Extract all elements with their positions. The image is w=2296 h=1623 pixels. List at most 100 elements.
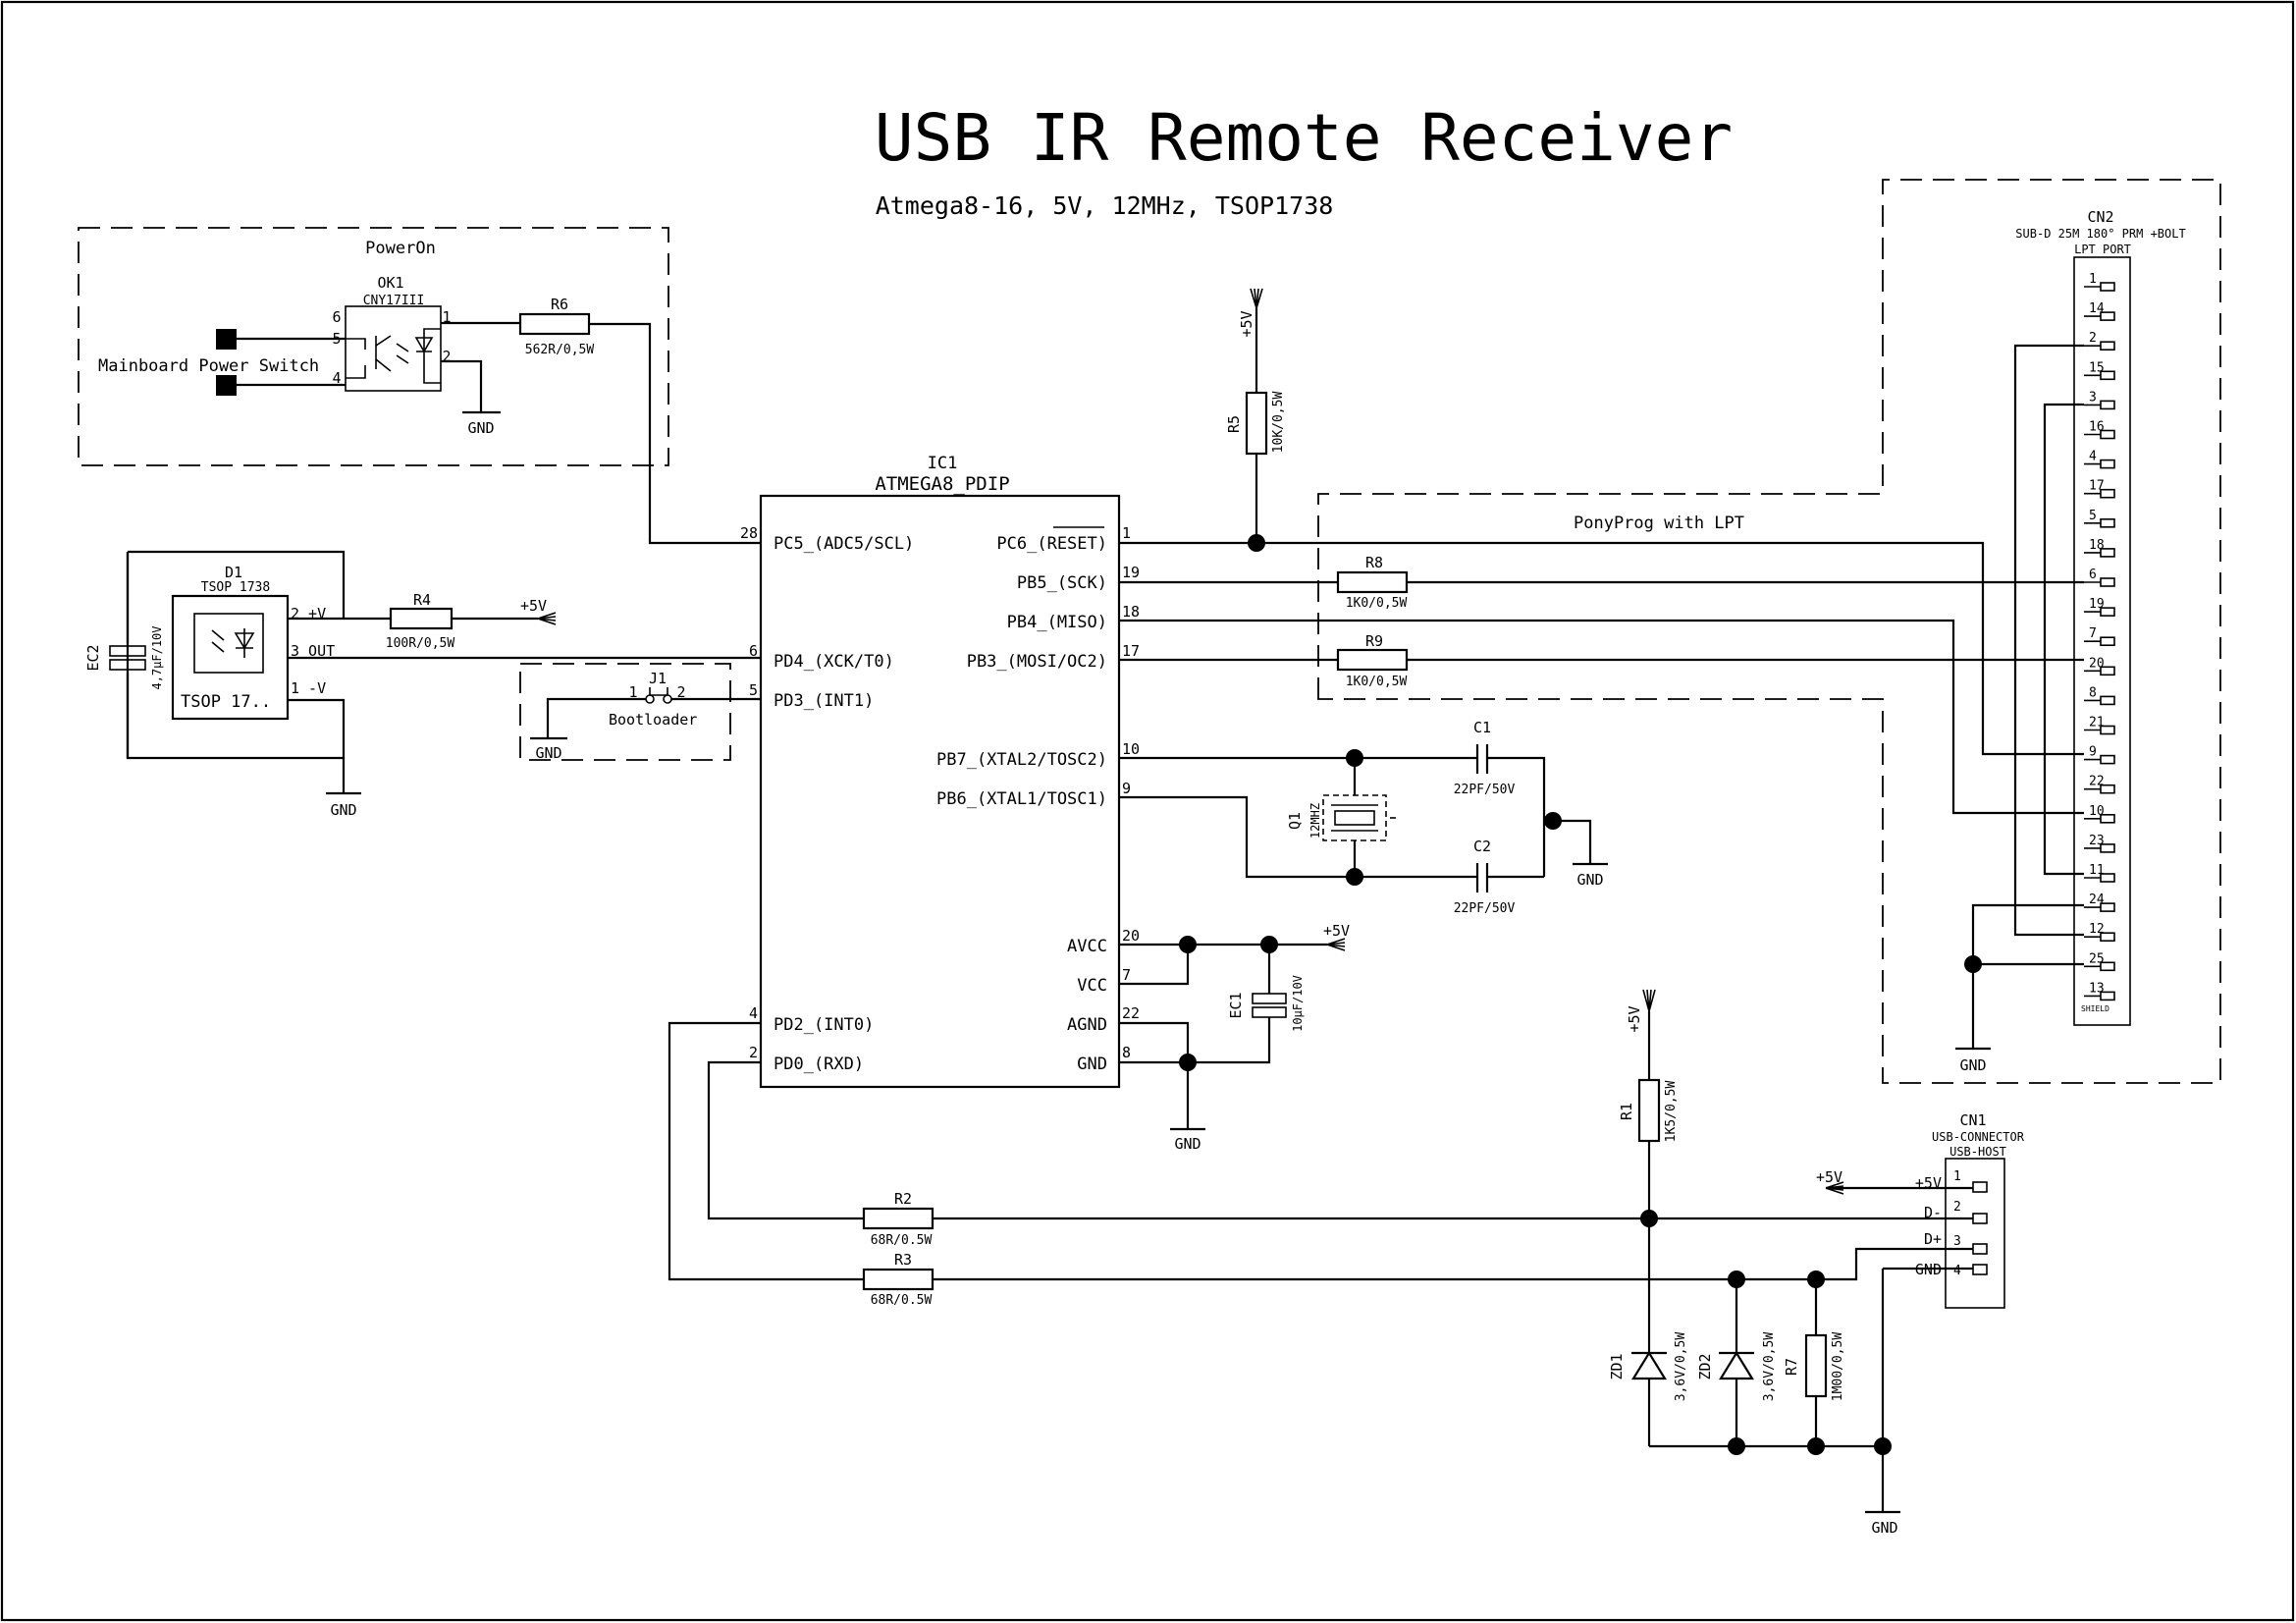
ec2-ref: EC2 <box>84 644 102 671</box>
cn2-sub: LPT PORT <box>2074 243 2131 256</box>
ic1-pin8-num: 8 <box>1122 1044 1131 1061</box>
ic1-pin18-name: PB4_(MISO) <box>1007 613 1107 632</box>
switch-terminal-2 <box>216 375 237 396</box>
cn2-pin-list: 1142153164175186197208219221023112412251… <box>2084 272 2115 1001</box>
ic1-pin8-name: GND <box>1077 1055 1107 1074</box>
bootloader-group: J1 1 2 Bootloader GND <box>519 663 761 762</box>
ic1-pin28-num: 28 <box>740 524 758 542</box>
r6-body <box>518 312 591 336</box>
ic1-pin19-num: 19 <box>1122 564 1140 581</box>
r1-body <box>1637 1078 1661 1143</box>
cn2-ref: CN2 <box>2087 208 2113 226</box>
j1-ref: J1 <box>649 670 667 687</box>
schematic-subtitle: Atmega8-16, 5V, 12MHz, TSOP1738 <box>876 191 1334 220</box>
ec1-ref: EC1 <box>1227 992 1245 1018</box>
cn2-pin-19-label: 19 <box>2089 597 2105 612</box>
cn2-pin-4-label: 4 <box>2089 450 2097 464</box>
schematic-title: USB IR Remote Receiver <box>875 100 1733 176</box>
cn2-pin-6-contact <box>2100 577 2115 587</box>
r5-body <box>1245 391 1268 456</box>
ec1-value: 10µF/10V <box>1291 975 1305 1032</box>
ic1-pin20-name: AVCC <box>1067 937 1107 956</box>
r2-ref: R2 <box>894 1190 912 1208</box>
ic1-body <box>759 494 1121 1089</box>
r5-ref: R5 <box>1225 415 1243 433</box>
cn2-pin-9-contact <box>2100 754 2115 765</box>
ic1-pin22-num: 22 <box>1122 1004 1140 1022</box>
gnd-label-ic1: GND <box>1174 1135 1201 1153</box>
cn1-type: USB-CONNECTOR <box>1932 1130 2025 1144</box>
vcc-label-cn1: +5V <box>1816 1168 1842 1186</box>
ic1-pin7-num: 7 <box>1122 966 1131 984</box>
d1-pin2: 2 +V <box>291 605 326 622</box>
ic1-pin6-num: 6 <box>749 642 758 660</box>
r3-body <box>862 1268 934 1291</box>
cn2-pin-17-label: 17 <box>2089 479 2105 494</box>
poweron-group: PowerOn OK1 CNY17III 6 5 4 1 2 Mainboard… <box>78 227 669 466</box>
gnd-label-j1: GND <box>535 744 561 762</box>
cn1-usb-connector: CN1 USB-CONNECTOR USB-HOST +5V +5V 1 D- … <box>1816 1111 2025 1309</box>
r5-group: +5V R5 10K/0,5W <box>1225 288 1286 543</box>
gnd-label-lpt: GND <box>1959 1056 1986 1074</box>
cn2-pin-3-label: 3 <box>2089 390 2097 405</box>
c1-ref: C1 <box>1473 719 1491 736</box>
cn2-pin-23-label: 23 <box>2089 834 2105 848</box>
r1-group: +5V R1 1K5/0,5W <box>1618 989 1679 1218</box>
cn2-pin-21-label: 21 <box>2089 716 2105 730</box>
ic1-pin22-name: AGND <box>1067 1015 1107 1035</box>
r2-body <box>862 1207 934 1230</box>
cn1-pin3-num: 3 <box>1953 1234 1961 1249</box>
ic1-pin17-num: 17 <box>1122 642 1140 660</box>
j1-pin2: 2 <box>676 683 685 701</box>
q1-ref: Q1 <box>1286 812 1304 830</box>
q1-value: 12MHZ <box>1308 803 1322 839</box>
cn1-pin1-num: 1 <box>1953 1169 1961 1184</box>
cn2-pin-4-contact <box>2100 459 2115 469</box>
cn2-pin-20-label: 20 <box>2089 656 2105 671</box>
ec2-value: 4,7µF/10V <box>150 625 164 689</box>
cn2-shield: SHIELD <box>2081 1004 2109 1013</box>
ic1-ref: IC1 <box>928 454 958 473</box>
cn2-pin-10-label: 10 <box>2089 804 2105 819</box>
ic1-pin9-num: 9 <box>1122 780 1131 797</box>
r9-value: 1K0/0,5W <box>1346 675 1408 689</box>
c2-ref: C2 <box>1473 838 1491 855</box>
vcc-label-r4: +5V <box>520 597 547 615</box>
ic1-pin6-name: PD4_(XCK/T0) <box>774 652 894 672</box>
cn2-lpt-connector: CN2 SUB-D 25M 180° PRM +BOLT LPT PORT 11… <box>1955 208 2186 1074</box>
cn2-pin-5-contact <box>2100 517 2115 528</box>
ic1-pin17-name: PB3_(MOSI/OC2) <box>967 652 1107 672</box>
cn2-pin-16-label: 16 <box>2089 420 2105 435</box>
r8-ref: R8 <box>1365 554 1383 571</box>
cn2-pin-13-label: 13 <box>2089 981 2105 996</box>
r5-value: 10K/0,5W <box>1271 392 1286 454</box>
poweron-label: PowerOn <box>365 239 436 258</box>
cn2-pin-9-label: 9 <box>2089 745 2097 760</box>
power-group: +5V EC1 10µF/10V GND <box>1119 922 1350 1153</box>
cn2-pin-14-label: 14 <box>2089 301 2105 316</box>
r7-body <box>1804 1333 1828 1398</box>
j1-pin1: 1 <box>628 683 637 701</box>
cn2-pin-1-label: 1 <box>2089 272 2097 287</box>
ok1-ref: OK1 <box>377 274 403 292</box>
r3-value: 68R/0.5W <box>871 1293 933 1308</box>
zd1-ref: ZD1 <box>1608 1353 1626 1380</box>
zd2-ref: ZD2 <box>1696 1353 1714 1380</box>
mainboard-label: Mainboard Power Switch <box>98 356 319 376</box>
ic1-pin10-name: PB7_(XTAL2/TOSC2) <box>936 750 1107 770</box>
cn2-pin-7-contact <box>2100 636 2115 647</box>
r7-value: 1M00/0,5W <box>1831 1332 1845 1402</box>
ic1-pin18-num: 18 <box>1122 603 1140 621</box>
ic1-pin5-num: 5 <box>749 681 758 699</box>
protection-group: ZD1 3,6V/0,5W ZD2 3,6V/0,5W R7 1M00/0,5W… <box>1608 1218 1900 1537</box>
gnd-label-ok1: GND <box>467 419 494 437</box>
c2-value: 22PF/50V <box>1454 901 1516 916</box>
cn2-pin-7-label: 7 <box>2089 626 2097 641</box>
r1-ref: R1 <box>1618 1103 1635 1120</box>
r8-body <box>1336 570 1409 594</box>
cn2-pin-2-label: 2 <box>2089 331 2097 346</box>
ic1-pin10-num: 10 <box>1122 740 1140 758</box>
d1-type: TSOP 1738 <box>201 580 270 595</box>
